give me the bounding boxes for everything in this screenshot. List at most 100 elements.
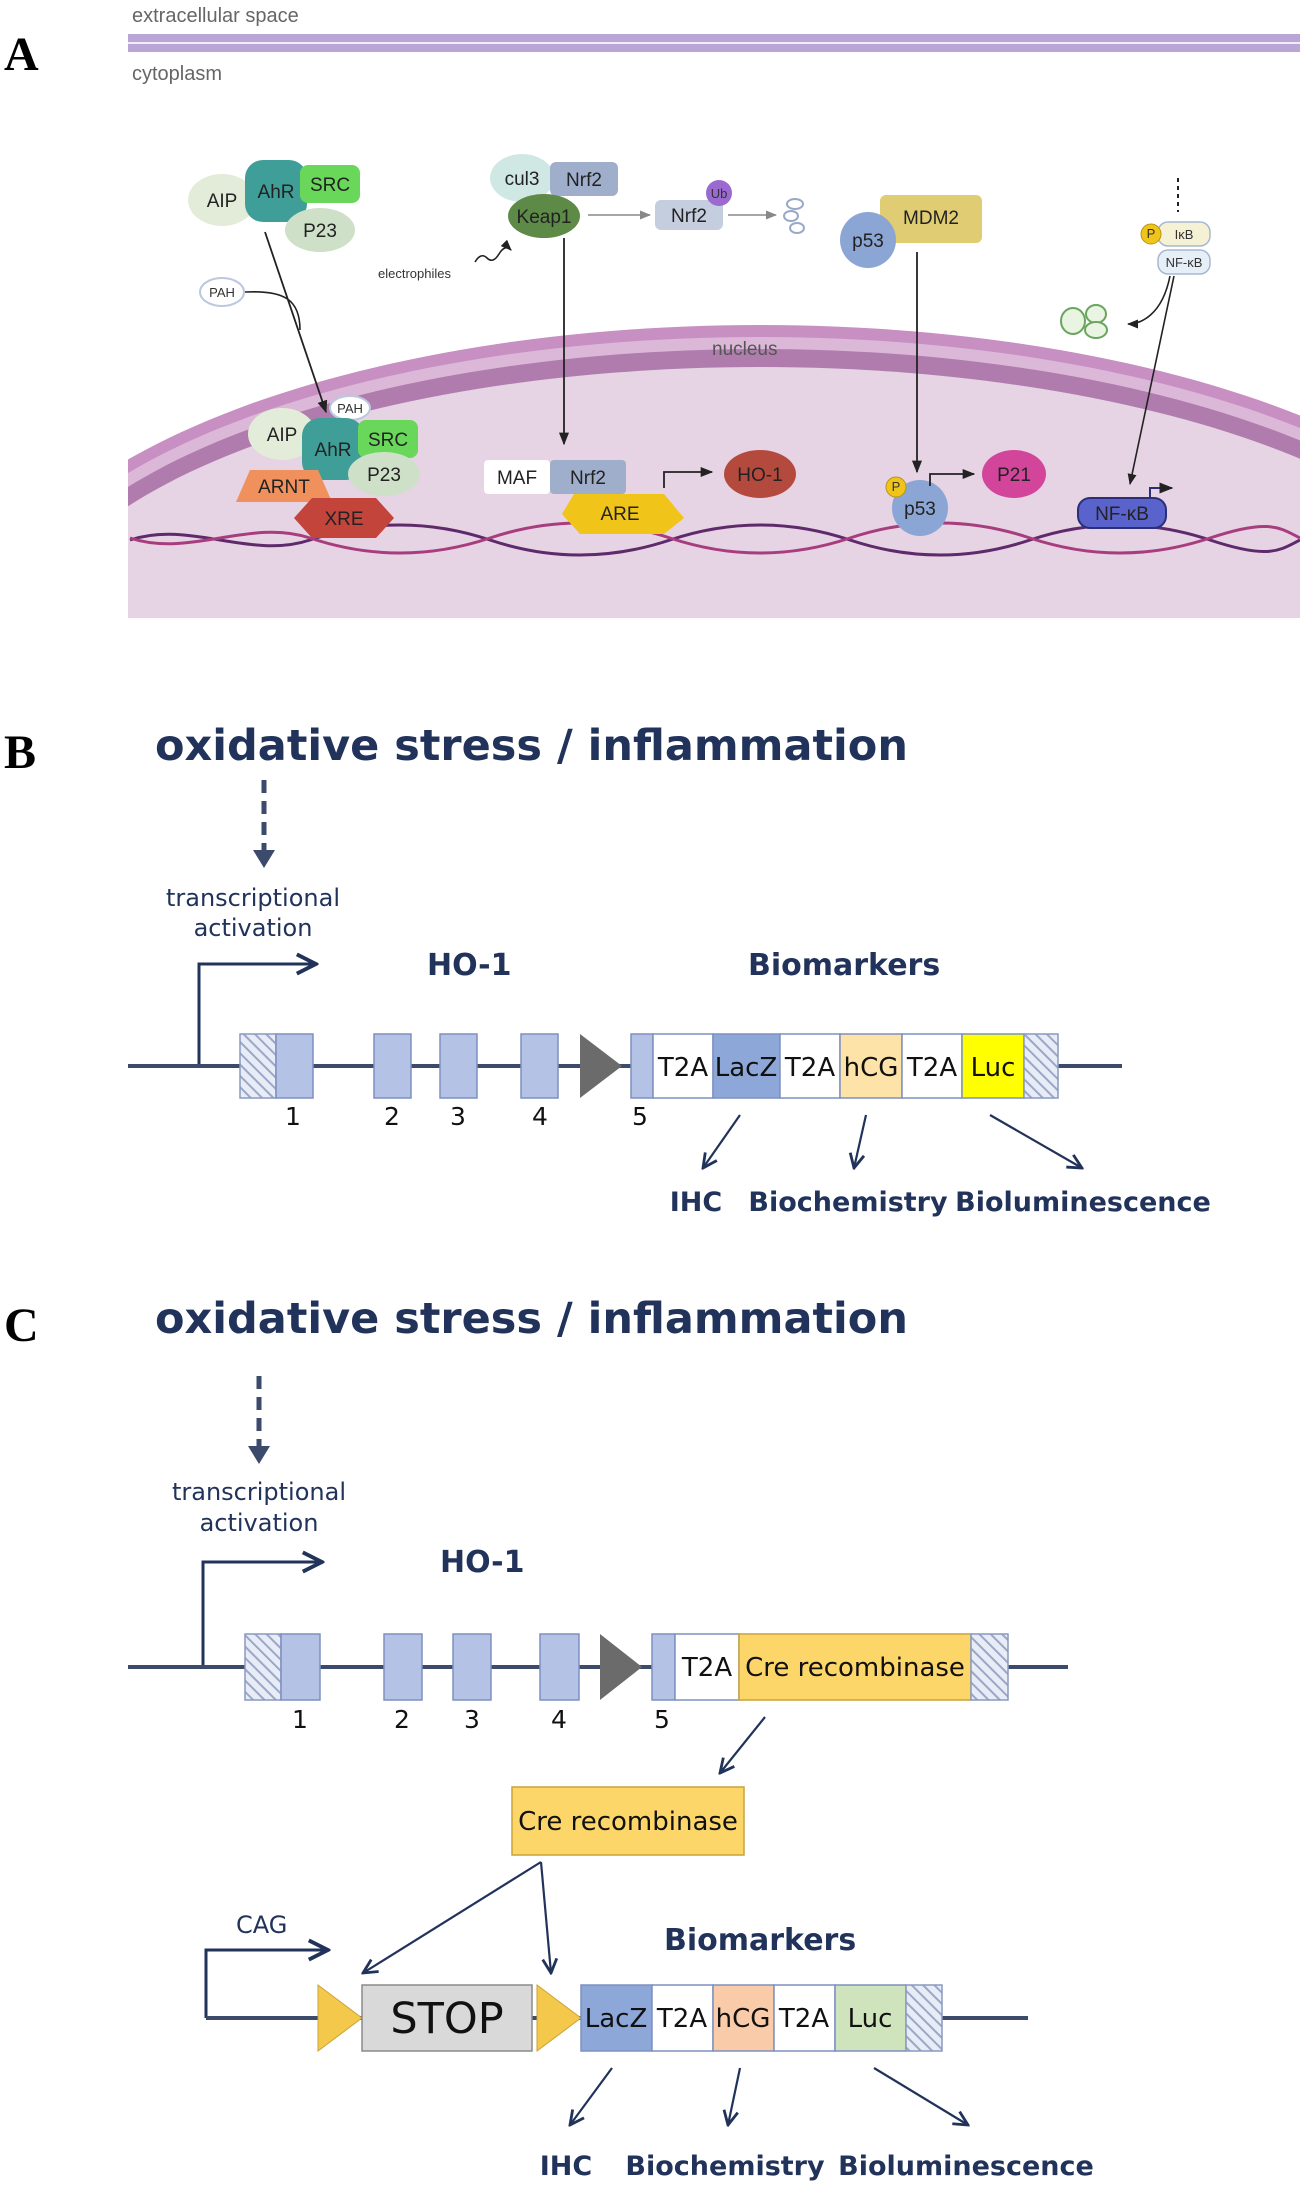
svg-text:T2A: T2A (681, 1653, 732, 1683)
svg-text:P: P (1147, 226, 1156, 241)
panel-b-dashed-arrow (253, 850, 275, 868)
svg-text:p53: p53 (904, 499, 936, 520)
panel-b-readout-biochemistry: Biochemistry (748, 1187, 948, 1218)
svg-text:T2A: T2A (656, 2004, 707, 2034)
panel-c-cag-label: CAG (236, 1911, 287, 1939)
panel-b-title: oxidative stress / inflammation (155, 721, 908, 771)
panel-b-t2a-3 (901, 1033, 963, 1099)
panel-c-exon-2 (383, 1633, 423, 1701)
svg-text:AhR: AhR (315, 440, 352, 461)
panel-b-exon-4 (520, 1033, 559, 1099)
panel-b-utr-5prime (239, 1033, 277, 1099)
panel-c-promoter-arrow (201, 1562, 322, 1667)
panel-b-activation-line1: transcriptional (166, 884, 340, 912)
svg-text:ARE: ARE (600, 504, 639, 525)
svg-text:hCG: hCG (844, 1053, 899, 1083)
panel-c-readout-bioluminescence: Bioluminescence (838, 2151, 1094, 2182)
svg-text:AhR: AhR (258, 182, 295, 203)
panel-c-exon-4 (539, 1633, 580, 1701)
svg-text:SRC: SRC (368, 430, 408, 451)
extracellular-label: extracellular space (132, 5, 299, 27)
svg-text:AIP: AIP (207, 191, 238, 212)
svg-text:T2A: T2A (906, 1053, 957, 1083)
proteasome-icon (1060, 304, 1108, 339)
nrf2-ubiquitinated (655, 200, 723, 230)
svg-text:Ub: Ub (711, 186, 728, 201)
panel-b-label: B (4, 726, 36, 779)
panel-c-cag-promoter-arrow (204, 1950, 328, 2018)
svg-text:Cre recombinase: Cre recombinase (745, 1653, 965, 1683)
panel-b-gene-label: HO-1 (427, 948, 512, 983)
panel-c-t2a-2 (773, 1984, 836, 2052)
xre-element (294, 498, 394, 538)
panel-b-readout-bioluminescence: Bioluminescence (955, 1187, 1211, 1218)
svg-text:Nrf2: Nrf2 (671, 206, 707, 227)
panel-c-luc (834, 1984, 907, 2052)
panel-c-lacz (580, 1984, 653, 2052)
ahr-protein (245, 160, 307, 222)
panel-c-cre-protein (511, 1786, 745, 1856)
svg-text:ARNT: ARNT (258, 477, 310, 498)
proteasome-degradation-icon (783, 198, 805, 234)
p53-protein (840, 212, 896, 268)
panel-b-exon-2 (373, 1033, 412, 1099)
nfkb-complex (1157, 249, 1211, 275)
panel-b-biomarkers-label: Biomarkers (748, 948, 940, 983)
panel-c-activation-line1: transcriptional (172, 1478, 346, 1506)
p23-protein-nuclear (348, 452, 420, 496)
panel-c-utr-3prime (970, 1633, 1009, 1701)
panel-c-loxp-site (600, 1634, 642, 1700)
p53-protein-nuclear (892, 480, 948, 536)
arnt-protein (236, 470, 332, 502)
svg-text:AIP: AIP (267, 425, 298, 446)
panel-c-stop-cassette (361, 1984, 533, 2052)
panel-b-promoter-arrow (197, 964, 316, 1065)
svg-text:LacZ: LacZ (715, 1053, 778, 1083)
svg-text:T2A: T2A (657, 1053, 708, 1083)
panel-c-label: C (4, 1299, 39, 1352)
panel-b-utr-3prime (1023, 1033, 1059, 1099)
svg-text:MDM2: MDM2 (903, 208, 959, 229)
panel-c-activation-line2: activation (200, 1509, 319, 1537)
panel-b-exon-3-label: 3 (450, 1102, 466, 1131)
ahr-protein-nuclear (302, 418, 364, 480)
panel-c-exon-5-label: 5 (654, 1705, 670, 1734)
dna-strand-2 (129, 521, 1300, 555)
electrophiles-label: electrophiles (378, 266, 451, 281)
are-element (562, 494, 684, 534)
svg-text:Cre recombinase: Cre recombinase (518, 1807, 738, 1837)
svg-text:Luc: Luc (848, 2004, 893, 2034)
svg-text:HO-1: HO-1 (737, 465, 782, 486)
panel-c-readout-biochemistry: Biochemistry (625, 2151, 825, 2182)
panel-c-title: oxidative stress / inflammation (155, 1294, 908, 1344)
aip-protein (188, 174, 256, 226)
svg-text:T2A: T2A (784, 1053, 835, 1083)
svg-text:MAF: MAF (497, 468, 537, 489)
panel-b-readout-ihc: IHC (670, 1187, 722, 1218)
aip-protein-nuclear (248, 408, 316, 460)
svg-text:P21: P21 (997, 465, 1031, 486)
panel-b-lacz (712, 1033, 781, 1099)
svg-text:T2A: T2A (778, 2004, 829, 2034)
panel-a: A extracellular space cytoplasm nucleus … (4, 5, 1300, 618)
panel-c-exon-2-label: 2 (394, 1705, 410, 1734)
cytoplasm-label: cytoplasm (132, 63, 222, 85)
panel-b-exon-2-label: 2 (384, 1102, 400, 1131)
cul3-protein (490, 154, 554, 202)
nrf2-protein (550, 162, 618, 196)
panel-b-activation-line2: activation (194, 914, 313, 942)
svg-text:p53: p53 (852, 231, 884, 252)
svg-text:P23: P23 (367, 465, 401, 486)
panel-c-hcg (712, 1984, 775, 2052)
panel-b-t2a-2 (779, 1033, 841, 1099)
nfkb-translocation-arrow (1127, 275, 1175, 486)
p23-protein (285, 208, 355, 252)
panel-b-exon-5 (630, 1033, 654, 1099)
svg-text:LacZ: LacZ (585, 2004, 648, 2034)
svg-text:PAH: PAH (209, 285, 235, 300)
nrf2-protein-nuclear (550, 460, 626, 494)
svg-text:Luc: Luc (971, 1053, 1016, 1083)
svg-text:NF-κB: NF-κB (1166, 255, 1203, 270)
nfkb-protein (1077, 497, 1167, 529)
panel-c-loxp-right (536, 1984, 582, 2052)
